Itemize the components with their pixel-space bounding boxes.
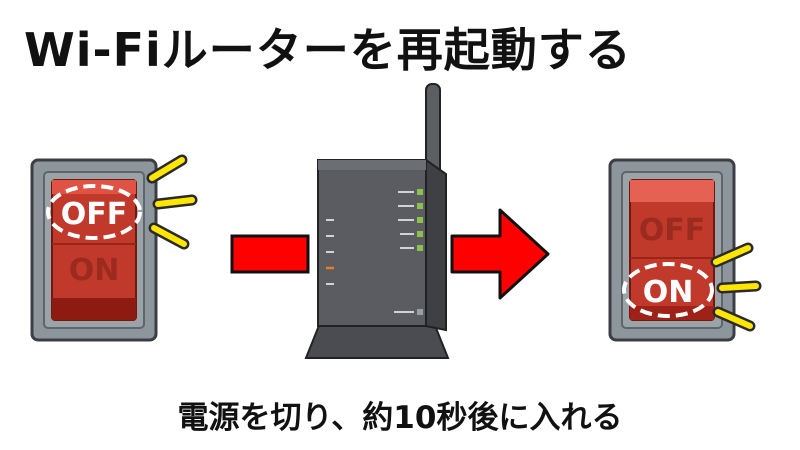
rocker-switch-off-icon: OFF ON — [30, 154, 198, 342]
instruction-caption: 電源を切り、約10秒後に入れる — [177, 400, 623, 436]
switch-left-label-off: OFF — [61, 197, 128, 232]
arrow-bar-left — [230, 234, 310, 274]
switch-right-label-on: ON — [643, 275, 694, 310]
arrow-right-icon — [450, 208, 550, 300]
router-icon — [304, 83, 450, 359]
page-title: Wi-Fiルーターを再起動する — [24, 23, 632, 77]
switch-left-label-on: ON — [69, 253, 120, 288]
switch-right-label-off: OFF — [639, 213, 706, 248]
rocker-switch-on-icon: OFF ON — [608, 158, 762, 342]
